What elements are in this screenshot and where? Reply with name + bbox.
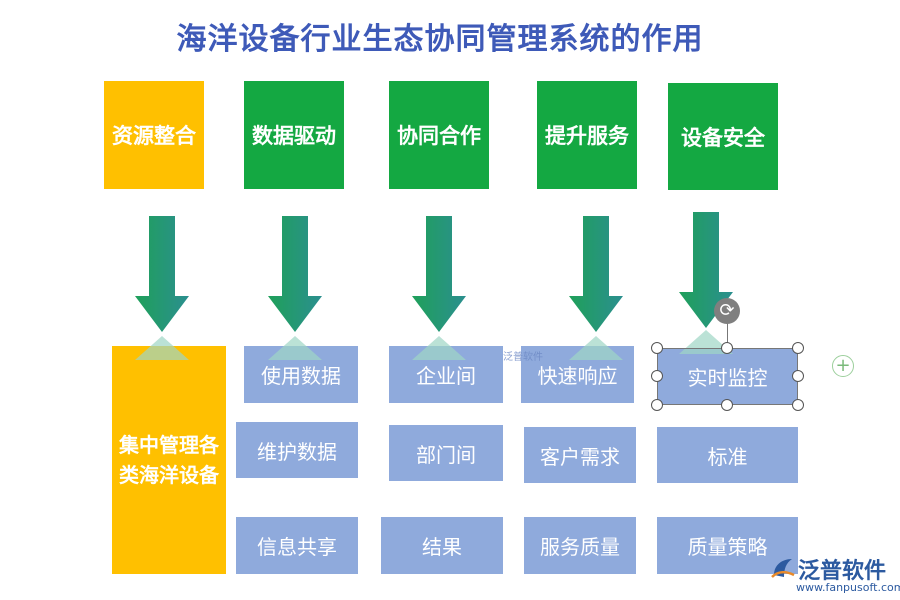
box-info-sharing: 信息共享 bbox=[236, 517, 358, 574]
rotate-icon[interactable]: ⟳ bbox=[714, 298, 740, 324]
box-customer-demand: 客户需求 bbox=[524, 427, 636, 483]
add-shape-plus-icon[interactable]: + bbox=[832, 355, 854, 377]
resize-handle-top-left[interactable] bbox=[651, 342, 663, 354]
box-collaboration: 协同合作 bbox=[389, 81, 489, 189]
up-arrow-hint-2 bbox=[268, 336, 322, 360]
up-arrow-hint-1 bbox=[135, 336, 189, 360]
box-service-improvement: 提升服务 bbox=[537, 81, 637, 189]
box-centralized-management: 集中管理各类海洋设备 bbox=[112, 346, 226, 574]
selection-frame bbox=[657, 348, 798, 405]
resize-handle-bottom-left[interactable] bbox=[651, 399, 663, 411]
diagram-title: 海洋设备行业生态协同管理系统的作用 bbox=[176, 22, 704, 57]
down-arrow-2 bbox=[268, 216, 322, 332]
box-quality-strategy: 质量策略 bbox=[657, 517, 798, 574]
resize-handle-right[interactable] bbox=[792, 370, 804, 382]
box-realtime-monitoring[interactable]: 实时监控 bbox=[657, 348, 798, 405]
rotate-handle-line bbox=[727, 322, 728, 348]
brand-logo: 泛普软件 www.fanpusoft.com bbox=[770, 553, 900, 597]
resize-handle-top-right[interactable] bbox=[792, 342, 804, 354]
logo-url: www.fanpusoft.com bbox=[796, 581, 900, 594]
up-arrow-hint-3 bbox=[412, 336, 466, 360]
box-standard: 标准 bbox=[657, 427, 798, 483]
resize-handle-bottom[interactable] bbox=[721, 399, 733, 411]
box-inter-enterprise: 企业间 bbox=[389, 346, 503, 403]
logo-mark-icon bbox=[771, 559, 795, 578]
box-results: 结果 bbox=[381, 517, 503, 574]
box-service-quality: 服务质量 bbox=[524, 517, 636, 574]
resize-handle-top[interactable] bbox=[721, 342, 733, 354]
resize-handle-bottom-right[interactable] bbox=[792, 399, 804, 411]
down-arrow-3 bbox=[412, 216, 466, 332]
watermark: 泛普软件 bbox=[503, 352, 543, 363]
logo-name: 泛普软件 bbox=[798, 559, 887, 584]
box-resource-integration: 资源整合 bbox=[104, 81, 204, 189]
resize-handle-left[interactable] bbox=[651, 370, 663, 382]
down-arrow-4 bbox=[569, 216, 623, 332]
box-centralized-management-label: 集中管理各类海洋设备 bbox=[119, 433, 219, 487]
box-equipment-safety: 设备安全 bbox=[668, 83, 778, 190]
up-arrow-hint-4 bbox=[569, 336, 623, 360]
box-maintenance-data: 维护数据 bbox=[236, 422, 358, 478]
box-data-driven: 数据驱动 bbox=[244, 81, 344, 189]
box-fast-response: 快速响应 bbox=[521, 346, 634, 403]
box-inter-department: 部门间 bbox=[389, 425, 503, 481]
down-arrow-1 bbox=[135, 216, 189, 332]
